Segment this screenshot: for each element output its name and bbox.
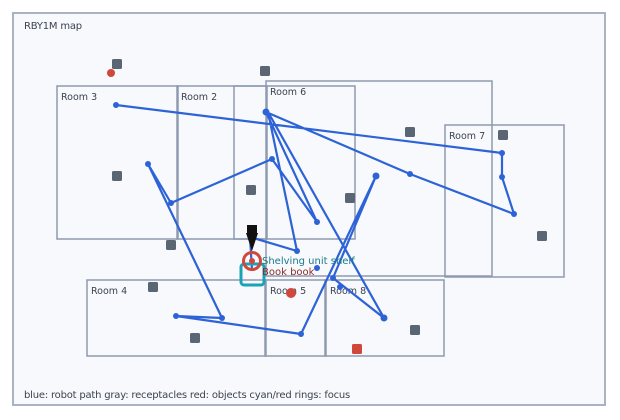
room-8	[324, 279, 445, 357]
focus-ring-red	[242, 251, 262, 271]
path-waypoint	[269, 156, 275, 162]
rooms: Room 3 Room 2 Room 6 Room 7 Room 4 Room …	[56, 80, 565, 357]
robot-path-line	[114, 103, 516, 336]
path-waypoint	[499, 150, 505, 156]
path-waypoint	[511, 211, 517, 217]
path-waypoint	[407, 171, 413, 177]
focus-ring-red-center	[249, 258, 255, 264]
robot-path	[113, 102, 517, 337]
room-5	[264, 279, 327, 357]
room-label-room-4: Room 4	[91, 286, 127, 297]
receptacle-marker	[405, 127, 415, 137]
path-waypoint	[294, 248, 300, 254]
receptacle-marker	[112, 59, 122, 69]
focus-ring-cyan	[239, 262, 266, 287]
focus-markers: Shelving unit shelf Book book	[239, 225, 355, 287]
receptacle-marker	[246, 185, 256, 195]
receptacle-marker	[112, 171, 122, 181]
room-label-room-7: Room 7	[449, 131, 485, 142]
path-waypoint	[380, 314, 388, 322]
room-label-room-8: Room 8	[330, 286, 366, 297]
receptacle-marker	[260, 66, 270, 76]
object-marker	[286, 288, 296, 298]
path-waypoint	[372, 172, 380, 180]
room-3	[56, 85, 179, 240]
object-marker	[352, 344, 362, 354]
path-waypoint	[173, 313, 179, 319]
room-7	[444, 124, 565, 278]
path-waypoint	[219, 315, 225, 321]
map-title: RBY1M map	[24, 21, 82, 32]
path-waypoint	[298, 331, 304, 337]
objects	[107, 69, 362, 354]
focus-receptacle-label: Shelving unit shelf	[262, 256, 355, 267]
path-waypoint	[314, 265, 320, 271]
receptacle-marker	[148, 282, 158, 292]
path-waypoint	[499, 174, 505, 180]
object-marker	[107, 69, 115, 77]
path-waypoint	[314, 219, 320, 225]
receptacle-marker	[410, 325, 420, 335]
path-waypoint	[330, 275, 336, 281]
room-2	[176, 85, 268, 240]
robot-icon	[247, 225, 257, 234]
path-waypoint	[168, 200, 174, 206]
receptacle-marker	[190, 333, 200, 343]
receptacle-marker	[498, 130, 508, 140]
receptacle-marker	[537, 231, 547, 241]
receptacle-marker	[166, 240, 176, 250]
room-label-room-2: Room 2	[181, 92, 217, 103]
focus-object-label: Book book	[262, 267, 315, 278]
path-waypoint	[113, 102, 119, 108]
map-legend: blue: robot path gray: receptacles red: …	[24, 390, 351, 401]
receptacles	[112, 59, 547, 343]
path-waypoint	[337, 284, 343, 290]
receptacle-marker	[345, 193, 355, 203]
room-6-b	[265, 80, 493, 277]
path-waypoint	[145, 161, 151, 167]
room-label-room-6: Room 6	[270, 87, 306, 98]
robot-heading-icon	[246, 233, 258, 251]
path-waypoint	[262, 108, 270, 116]
room-6-a	[233, 85, 356, 240]
room-label-room-3: Room 3	[61, 92, 97, 103]
room-4	[86, 279, 267, 357]
